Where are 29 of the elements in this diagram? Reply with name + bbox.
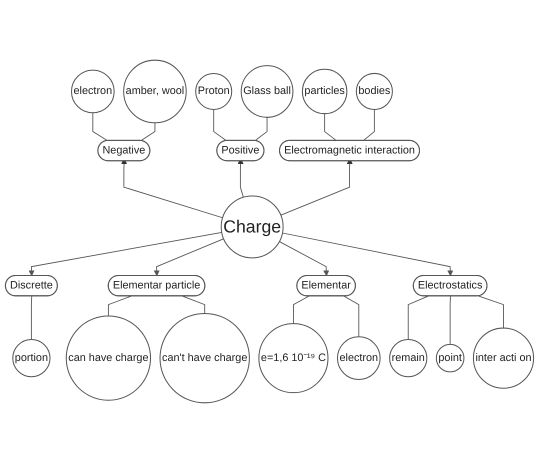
node-circle: Charge [220,195,284,258]
connector [140,122,156,142]
node-circle: inter acti on [472,328,534,389]
arrow [278,241,330,276]
node-circle: Glass ball [240,65,294,118]
node-circle: point [436,344,464,372]
node-circle: bodies [356,72,393,110]
node-circle: remain [389,339,428,378]
connector [182,296,206,314]
node-circle: can have charge [66,315,152,401]
connector [254,116,268,142]
node-circle: can't have charge [160,312,250,404]
node-circle: e=1,6 10⁻¹⁹ C [258,323,328,394]
node-circle: particles [302,68,348,114]
arrow [28,232,222,276]
node-circle: amber, wool [123,60,187,124]
connector [213,109,227,142]
connector [108,296,132,316]
node-circle: electron [70,70,115,114]
connector [450,296,451,345]
node-circle: electron [336,336,381,380]
node-circle: portion [12,339,51,378]
node-circle: Proton [195,72,232,110]
arrow [154,238,224,276]
connector [362,109,375,142]
connector [30,296,32,340]
connector [344,296,360,338]
connector [324,113,337,142]
arrow [282,232,454,276]
